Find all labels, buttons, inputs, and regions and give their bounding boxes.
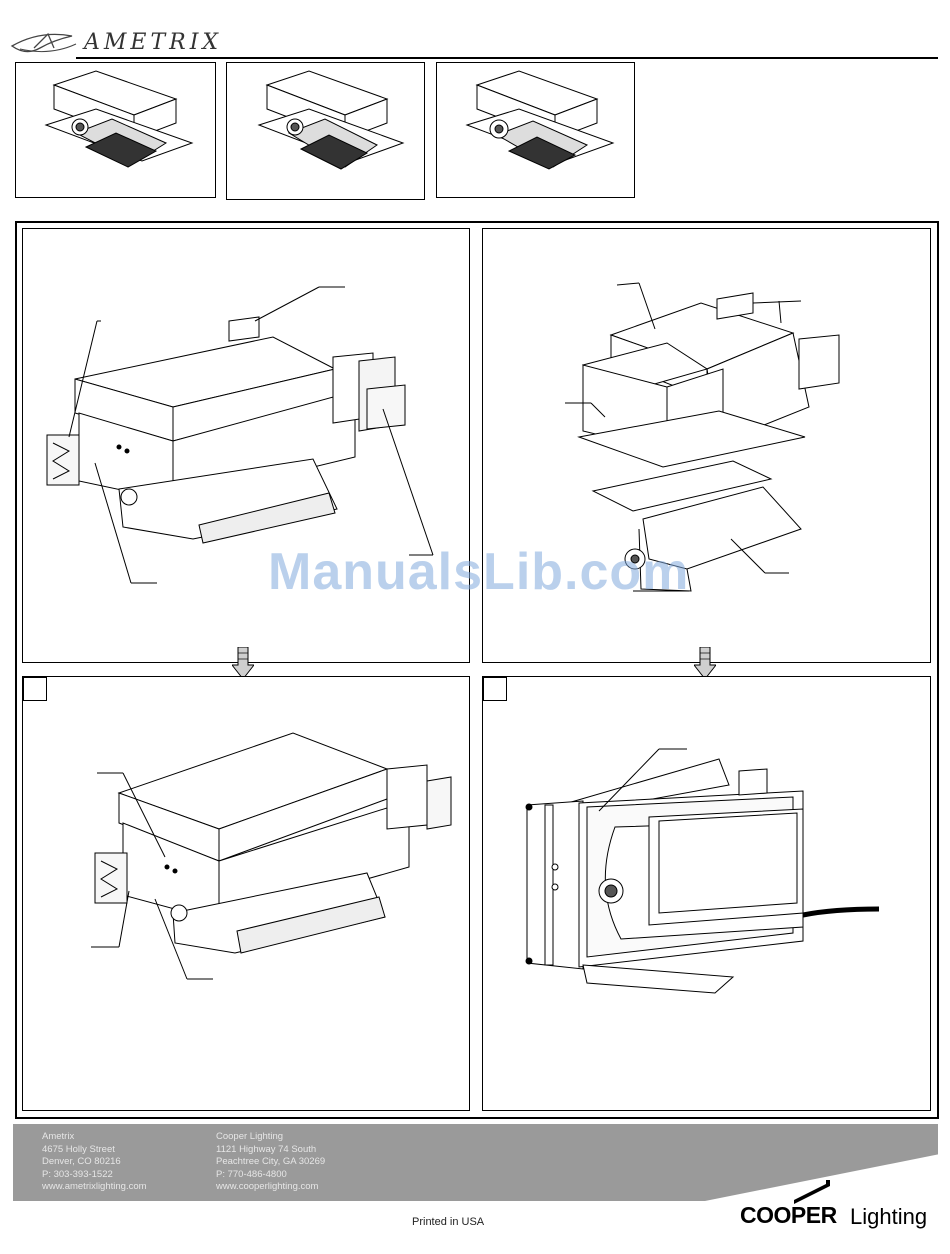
panel-step-c (22, 676, 470, 1111)
watermark: ManualsLib.com (268, 542, 689, 602)
step-number-box (23, 677, 47, 701)
fixture-thumbnail-drawing-2 (227, 63, 424, 199)
ametrix-address: Ametrix 4675 Holly Street Denver, CO 802… (42, 1131, 147, 1194)
panel-step-d (482, 676, 931, 1111)
step-number-box (483, 677, 507, 701)
thumbnail-3 (436, 62, 635, 198)
cooper-city: Peachtree City, GA 30269 (216, 1156, 325, 1169)
cooper-name: Cooper Lighting (216, 1131, 325, 1144)
brand-name: AMETRIX (84, 30, 222, 55)
header-rule (76, 57, 938, 59)
cooper-logo-text: COOPER (740, 1202, 837, 1229)
thumbnail-1 (15, 62, 216, 198)
lighting-logo-text: Lighting (850, 1204, 927, 1230)
housing-mounted-view-drawing (23, 677, 469, 1110)
cooper-logo-mark (794, 1180, 830, 1204)
ametrix-website[interactable]: www.ametrixlighting.com (42, 1181, 147, 1194)
thumbnail-2 (226, 62, 425, 200)
cooper-street: 1121 Highway 74 South (216, 1144, 325, 1157)
fixture-thumbnail-drawing-3 (437, 63, 634, 197)
ametrix-name: Ametrix (42, 1131, 147, 1144)
printed-in-usa: Printed in USA (412, 1216, 484, 1228)
cooper-address: Cooper Lighting 1121 Highway 74 South Pe… (216, 1131, 325, 1194)
fixture-thumbnail-drawing-1 (16, 63, 215, 197)
fixture-installed-view-drawing (483, 677, 930, 1110)
ametrix-street: 4675 Holly Street (42, 1144, 147, 1157)
cooper-phone: P: 770-486-4800 (216, 1169, 325, 1182)
ametrix-city: Denver, CO 80216 (42, 1156, 147, 1169)
ametrix-logo-icon (10, 26, 80, 60)
brand-logo (10, 26, 80, 60)
ametrix-phone: P: 303-393-1522 (42, 1169, 147, 1182)
cooper-website[interactable]: www.cooperlighting.com (216, 1181, 325, 1194)
cooper-logo-icon (794, 1180, 830, 1204)
